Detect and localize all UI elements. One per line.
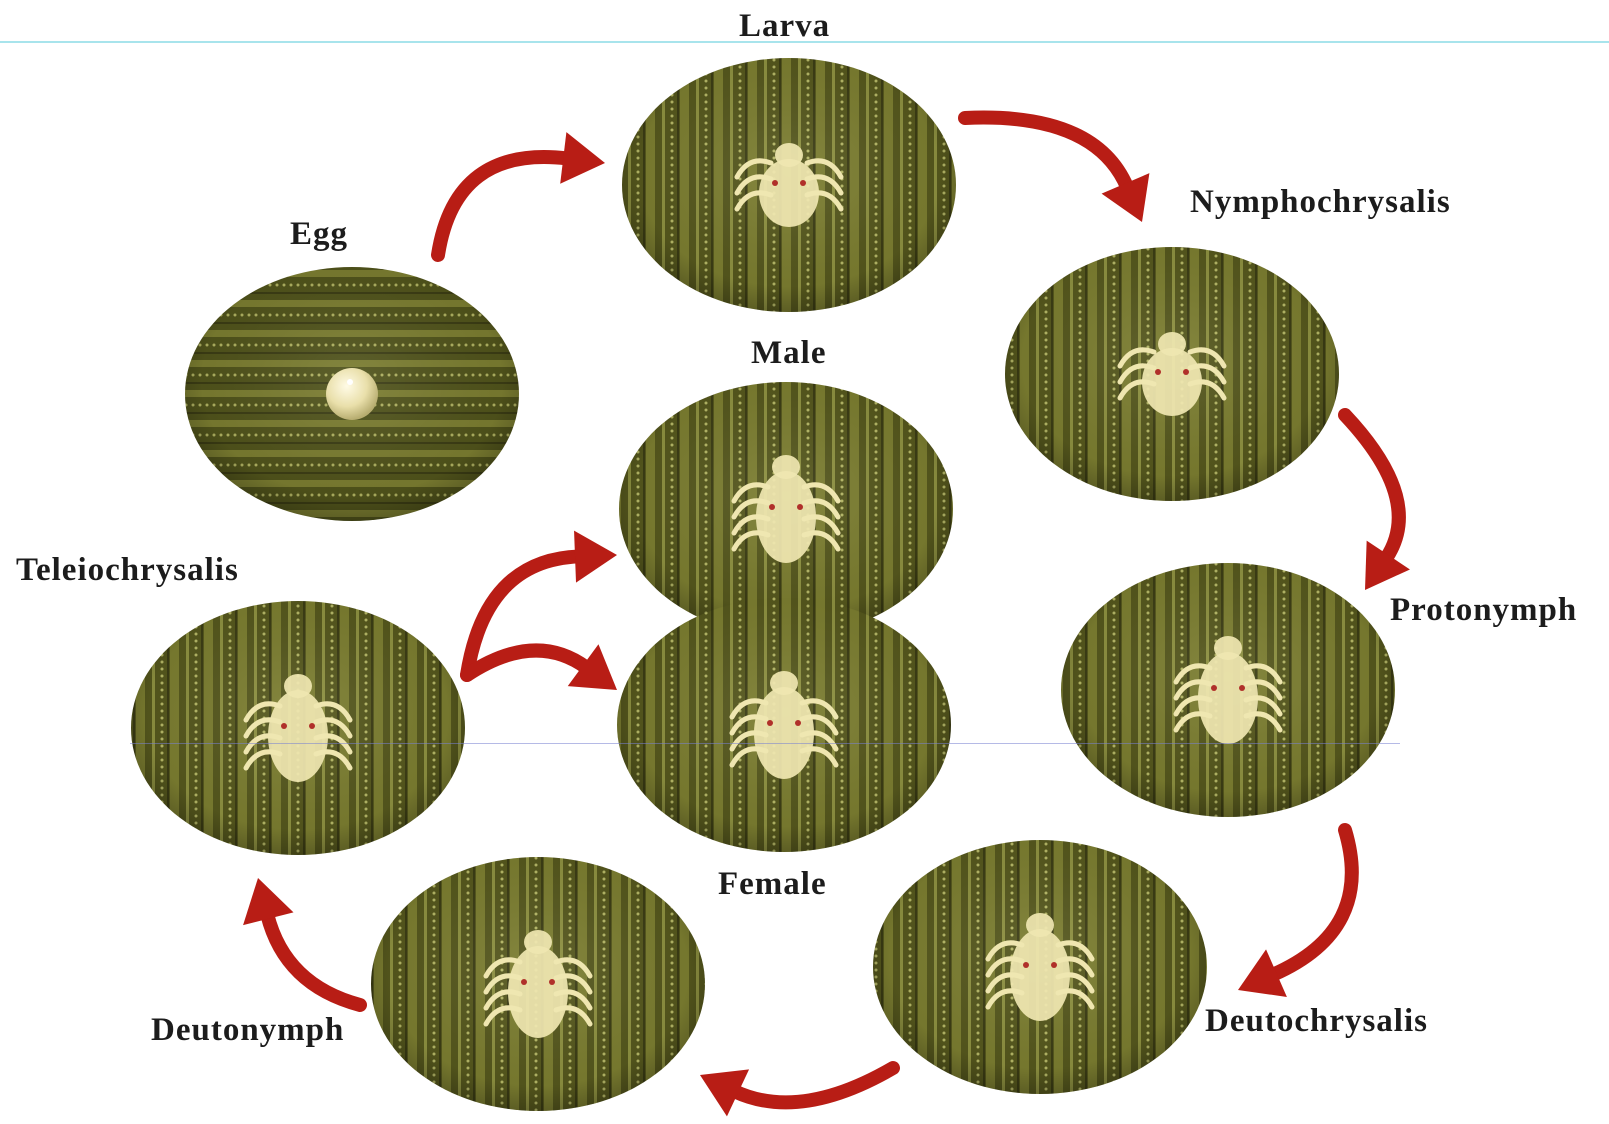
- arrow-deutonymph-to-teleiochrysalis: [243, 878, 360, 1005]
- photo-larva: [622, 58, 956, 312]
- mite-eyespot-icon: [795, 720, 801, 726]
- mite-eyespot-icon: [521, 979, 527, 985]
- mite-body-icon: [1198, 652, 1258, 744]
- label-larva: Larva: [739, 10, 830, 43]
- mite-body-icon: [759, 159, 819, 227]
- mite-head-icon: [772, 455, 800, 479]
- photo-female: [617, 598, 951, 852]
- mite-body-icon: [1142, 348, 1202, 416]
- arrow-shaft-icon: [734, 1068, 893, 1102]
- egg-photo-icon: [326, 368, 378, 420]
- arrow-shaft-icon: [467, 650, 586, 675]
- mite-eyespot-icon: [769, 504, 775, 510]
- mite-eyespot-icon: [1239, 685, 1245, 691]
- photo-protonymph: [1061, 563, 1395, 817]
- curved-arrow-icon: [243, 878, 293, 925]
- label-nymphochrysalis: Nymphochrysalis: [1190, 186, 1451, 219]
- photo-male: [619, 382, 953, 636]
- mite-body-icon: [756, 471, 816, 563]
- photo-egg: [185, 267, 519, 521]
- arrow-shaft-icon: [1273, 830, 1352, 975]
- mite-head-icon: [1214, 636, 1242, 660]
- arrow-nymphochrysalis-to-protonymph: [1345, 415, 1410, 590]
- egg-highlight-icon: [347, 379, 353, 385]
- arrow-shaft-icon: [965, 118, 1127, 188]
- mite-body-icon: [1010, 929, 1070, 1021]
- mite-eyespot-icon: [1155, 369, 1161, 375]
- arrow-shaft-icon: [1345, 415, 1399, 558]
- arrow-deutochrysalis-to-deutonymph: [700, 1068, 893, 1116]
- photo-teleiochrysalis: [131, 601, 465, 855]
- mite-eyespot-icon: [1051, 962, 1057, 968]
- mite-eyespot-icon: [1023, 962, 1029, 968]
- scan-line: [130, 743, 1400, 744]
- mite-eyespot-icon: [767, 720, 773, 726]
- mite-body-icon: [754, 687, 814, 779]
- photo-nymphochrysalis: [1005, 247, 1339, 501]
- mite-body-icon: [508, 946, 568, 1038]
- mite-eyespot-icon: [800, 180, 806, 186]
- mite-eyespot-icon: [309, 723, 315, 729]
- mite-eyespot-icon: [549, 979, 555, 985]
- mite-head-icon: [775, 143, 803, 167]
- label-teleiochrysalis: Teleiochrysalis: [16, 554, 239, 587]
- arrow-teleiochrysalis-to-female: [467, 644, 617, 690]
- mite-head-icon: [284, 674, 312, 698]
- label-deutonymph: Deutonymph: [151, 1014, 344, 1047]
- mite-eyespot-icon: [281, 723, 287, 729]
- curved-arrow-icon: [574, 531, 617, 583]
- mite-head-icon: [524, 930, 552, 954]
- mite-eyespot-icon: [1211, 685, 1217, 691]
- label-female: Female: [718, 868, 827, 901]
- arrow-egg-to-larva: [438, 132, 605, 255]
- label-deutochrysalis: Deutochrysalis: [1205, 1005, 1428, 1038]
- arrow-larva-to-nymphochrysalis: [965, 118, 1149, 222]
- mite-eyespot-icon: [797, 504, 803, 510]
- label-egg: Egg: [290, 218, 348, 251]
- arrow-shaft-icon: [267, 915, 360, 1005]
- photo-deutochrysalis: [873, 840, 1207, 1094]
- photo-deutonymph: [371, 857, 705, 1111]
- curved-arrow-icon: [560, 132, 605, 184]
- arrow-shaft-icon: [438, 157, 567, 255]
- label-protonymph: Protonymph: [1390, 594, 1577, 627]
- mite-head-icon: [1026, 913, 1054, 937]
- mite-body-icon: [268, 690, 328, 782]
- mite-head-icon: [770, 671, 798, 695]
- arrow-protonymph-to-deutochrysalis: [1238, 830, 1352, 997]
- mite-eyespot-icon: [1183, 369, 1189, 375]
- mite-head-icon: [1158, 332, 1186, 356]
- label-male: Male: [751, 337, 826, 370]
- mite-eyespot-icon: [772, 180, 778, 186]
